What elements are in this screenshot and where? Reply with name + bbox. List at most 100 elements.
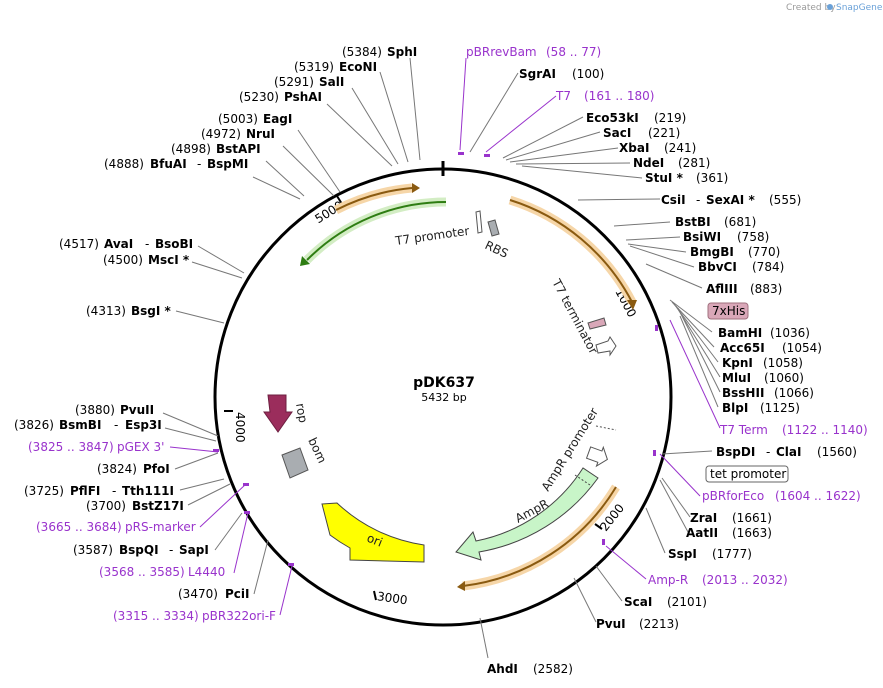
site-pos-pflfi: (3725) (24, 484, 64, 498)
site-pos-econi: (5319) (294, 60, 334, 74)
site-pos-aatii: (1663) (732, 526, 772, 540)
primer-l4440: L4440 (188, 565, 225, 579)
bom-label: bom (305, 435, 329, 465)
site-pos-stui: (361) (696, 171, 728, 185)
site-pos-kpni: (1058) (763, 356, 803, 370)
sep-csii: - (696, 193, 700, 207)
ampr-arrow (455, 467, 599, 561)
site-pos-bsshii: (1066) (774, 386, 814, 400)
site-aatii: AatII (686, 526, 718, 540)
site-pos-sphi: (5384) (342, 45, 382, 59)
his-tag-rect (587, 317, 607, 330)
tick-label-3000: 3000 (376, 589, 408, 607)
site-pos-bmgbi: (770) (748, 245, 780, 259)
left-primer-lines (169, 446, 293, 616)
site-csii: CsiI (661, 193, 686, 207)
site-afliii: AflIII (706, 282, 738, 296)
sep-bsmbi: - (114, 418, 118, 432)
his-tag-label: 7xHis (712, 304, 745, 318)
t7-promoter-label: T7 promoter (393, 224, 470, 248)
t7-promoter-arrow (475, 210, 483, 234)
site-stui: StuI * (645, 171, 684, 185)
site-pos-eco53ki: (219) (654, 111, 686, 125)
ampr-promoter-arrow (585, 445, 608, 468)
primer-range-t7: (161 .. 180) (584, 89, 654, 103)
site-pos-bsmbi: (3826) (14, 418, 54, 432)
sep-bfuai: - (197, 157, 201, 171)
primer-range-pbr322ori-f: (3315 .. 3334) (113, 609, 199, 623)
site-pos-blpi: (1125) (760, 401, 800, 415)
site-blpi: BlpI (722, 401, 748, 415)
site-bspmi: BspMI (207, 157, 248, 171)
tick-mark-2000 (594, 523, 603, 530)
site-bsiwi: BsiWI (683, 230, 721, 244)
site-bspdi: BspDI (716, 445, 755, 459)
site-econi: EcoNI (339, 60, 377, 74)
site-pos-pfoi: (3824) (97, 462, 137, 476)
site-pos-bsiwi: (758) (737, 230, 769, 244)
site-pos-bamhi: (1036) (770, 326, 810, 340)
primer-range-pgex3: (3825 .. 3847) (28, 440, 114, 454)
snapgene-logo (827, 4, 833, 10)
site-pos-scai: (2101) (667, 595, 707, 609)
sep-avai: - (145, 237, 149, 251)
primer-prs-marker: pRS-marker (125, 520, 196, 534)
tick-mark-3000 (373, 590, 377, 601)
site-pcii: PciI (225, 587, 250, 601)
site-pos-bstz17i: (3700) (86, 499, 126, 513)
site-sali: SalI (319, 75, 344, 89)
site-pos-acc65i: (1054) (782, 341, 822, 355)
site-esp3i: Esp3I (125, 418, 162, 432)
site-pflfi: PflFI (70, 484, 100, 498)
site-pos-bfuai: (4888) (104, 157, 144, 171)
plasmid-length: 5432 bp (421, 391, 466, 404)
right-primer-marks (458, 152, 658, 545)
credit-text: Created by (786, 3, 836, 13)
site-sapi: SapI (179, 543, 209, 557)
site-sphi: SphI (387, 45, 417, 59)
site-pos-pshai: (5230) (239, 90, 279, 104)
bom-rect (281, 447, 309, 479)
right-leader-lines (469, 72, 721, 659)
primer-t7-term: T7 Term (719, 423, 768, 437)
t7-terminator-label: T7 terminator (549, 276, 601, 356)
site-pfoi: PfoI (143, 462, 170, 476)
his-tag-box: 7xHis (707, 302, 749, 320)
site-pos-sspi: (1777) (712, 547, 752, 561)
left-primer-marks (213, 449, 294, 566)
site-sgrai: SgrAI (519, 67, 556, 81)
primer-pbr322ori-f: pBR322ori-F (202, 609, 276, 623)
site-zrai: ZraI (690, 511, 717, 525)
site-pos-bstapi: (4898) (171, 142, 211, 156)
site-bmgbi: BmgBI (690, 245, 734, 259)
site-pshai: PshAI (284, 90, 322, 104)
site-ahdi: AhdI (487, 662, 518, 676)
site-ndei: NdeI (633, 156, 664, 170)
primer-range-amp-r: (2013 .. 2032) (702, 573, 788, 587)
site-bsgi: BsgI * (131, 304, 172, 318)
site-msci: MscI * (148, 253, 190, 267)
site-pos-sali: (5291) (274, 75, 314, 89)
sep-bspdi: - (766, 445, 770, 459)
site-pos-csii: (555) (769, 193, 801, 207)
site-pos-mlui: (1060) (764, 371, 804, 385)
orf-arc-top-right (508, 195, 637, 310)
left-leader-lines (162, 57, 421, 595)
tet-promoter-box: tet promoter (705, 465, 789, 483)
site-bstbi: BstBI (675, 215, 711, 229)
site-pos-avai: (4517) (59, 237, 99, 251)
primer-pbrforeco: pBRforEco (702, 489, 764, 503)
primer-range-prs-marker: (3665 .. 3684) (36, 520, 122, 534)
sep-bspqi: - (169, 543, 173, 557)
site-sexai: SexAI * (706, 193, 755, 207)
tick-label-4000: 4000 (233, 412, 247, 443)
site-pvuii: PvuII (120, 403, 154, 417)
site-pos-bspqi: (3587) (73, 543, 113, 557)
site-bsshii: BssHII (722, 386, 764, 400)
site-mlui: MluI (722, 371, 751, 385)
site-pos-bbvci: (784) (752, 260, 784, 274)
site-pos-pvuii: (3880) (75, 403, 115, 417)
site-pos-zrai: (1661) (732, 511, 772, 525)
site-bspqi: BspQI (119, 543, 159, 557)
rbs-rect (487, 219, 500, 237)
